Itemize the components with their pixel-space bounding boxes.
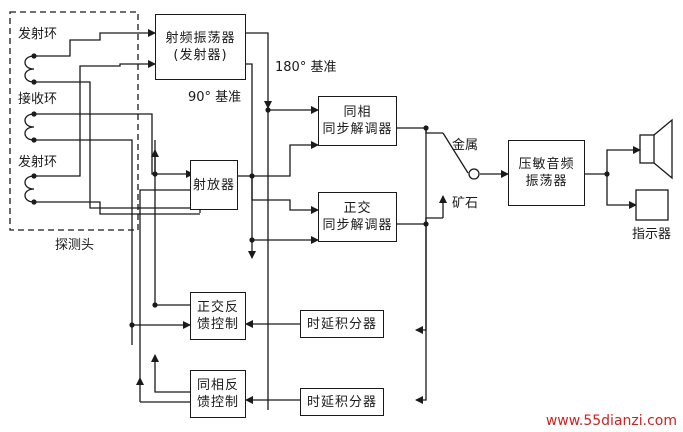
probe-label: 探测头 [55,238,95,253]
quadrature-demodulator-block: 正交 同步解调器 [318,192,397,242]
delay-integrator-top-block: 时延积分器 [300,310,384,338]
coil-label-transmit-top: 发射环 [18,27,58,42]
probe-frame [9,11,139,231]
watermark: www.55dianzi.com [545,413,677,429]
inphase-demod-line1: 同相 [343,105,372,120]
inphase-demod-line2: 同步解调器 [322,122,393,137]
coil-label-transmit-bottom: 发射环 [18,155,58,170]
quad-fb-line1: 正交反 [196,300,239,315]
rf-oscillator-block: 射频振荡器 (发射器) [155,14,246,80]
indicator-icon [635,189,669,221]
coil-transmit-bottom [24,175,35,203]
quad-fb-line2: 馈控制 [196,317,239,332]
delay-integrator-bottom-label: 时延积分器 [306,394,377,410]
quadrature-feedback-block: 正交反 馈控制 [190,292,246,340]
rf-amplifier-block: 射放器 [190,160,238,210]
inphase-fb-line2: 馈控制 [196,395,239,410]
quad-demod-line1: 正交 [343,201,372,216]
inphase-feedback-block: 同相反 馈控制 [190,370,246,418]
ref-180-label: 180° 基准 [275,60,337,75]
rf-oscillator-line1: 射频振荡器 [165,31,236,46]
indicator-label: 指示器 [632,227,672,242]
quad-demod-line2: 同步解调器 [322,218,393,233]
inphase-fb-line1: 同相反 [196,378,239,393]
ore-label: 矿石 [452,196,479,211]
coil-transmit-top [24,55,35,83]
piezo-audio-oscillator-block: 压敏音频 振荡器 [508,140,585,206]
delay-integrator-bottom-block: 时延积分器 [300,388,384,416]
metal-label: 金属 [452,138,479,153]
switch-contact [468,168,480,180]
inphase-demodulator-block: 同相 同步解调器 [318,96,397,146]
piezo-osc-line1: 压敏音频 [518,157,575,172]
speaker-icon [639,134,655,164]
rf-amplifier-label: 射放器 [192,177,235,193]
speaker-cone [653,118,673,180]
coil-receive [24,113,35,141]
ref-90-label: 90° 基准 [188,90,242,105]
piezo-osc-line2: 振荡器 [525,174,568,189]
delay-integrator-top-label: 时延积分器 [306,316,377,332]
coil-label-receive: 接收环 [18,92,58,107]
rf-oscillator-line2: (发射器) [173,48,228,63]
